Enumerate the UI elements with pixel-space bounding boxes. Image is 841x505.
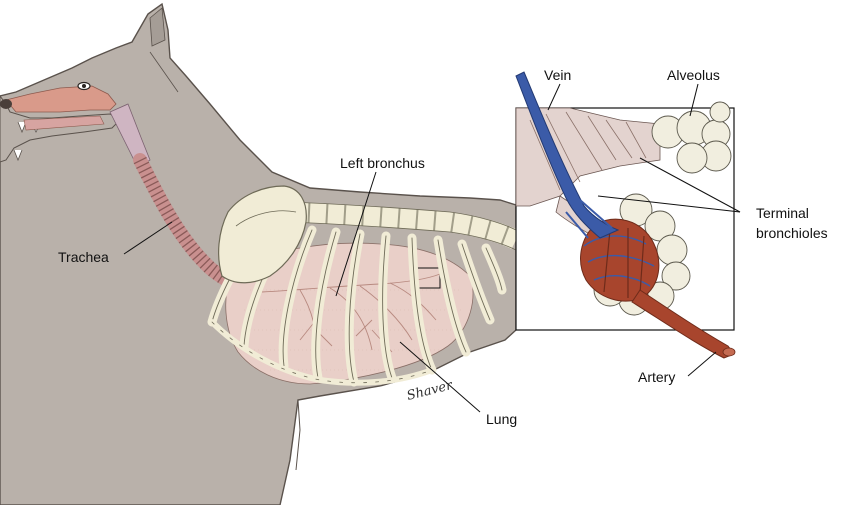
leader-artery: [687, 351, 717, 377]
leader-vein: [547, 83, 561, 111]
artist-signature: Shaver: [405, 378, 454, 404]
label-bronchioles: bronchioles: [756, 225, 828, 241]
label-left-bronchus: Left bronchus: [340, 155, 425, 171]
label-vein: Vein: [544, 67, 571, 83]
leader-terminal-lower: [597, 195, 741, 213]
bronchiole-upper: [515, 107, 661, 207]
label-artery: Artery: [638, 369, 675, 385]
leader-lines: [123, 83, 741, 413]
nose-tip: [0, 99, 12, 109]
leader-lung: [399, 341, 481, 413]
leader-alveolus: [689, 83, 699, 117]
alveoli-cluster-upper: [651, 101, 732, 174]
label-alveolus: Alveolus: [667, 67, 720, 83]
leader-terminal-upper: [639, 157, 741, 213]
ear-inner: [149, 7, 166, 47]
scapula: [218, 185, 307, 284]
spine: [289, 201, 521, 251]
label-trachea: Trachea: [58, 249, 109, 265]
larynx: [109, 103, 151, 169]
label-terminal: Terminal: [756, 205, 809, 221]
nasal-cavity: [5, 85, 117, 113]
labels: Vein Alveolus Left bronchus Terminal bro…: [58, 67, 828, 427]
label-lung: Lung: [486, 411, 517, 427]
thorax: [207, 185, 521, 387]
vein: [515, 71, 620, 239]
leader-left-bronchus: [335, 171, 377, 297]
leader-trachea: [123, 221, 173, 255]
